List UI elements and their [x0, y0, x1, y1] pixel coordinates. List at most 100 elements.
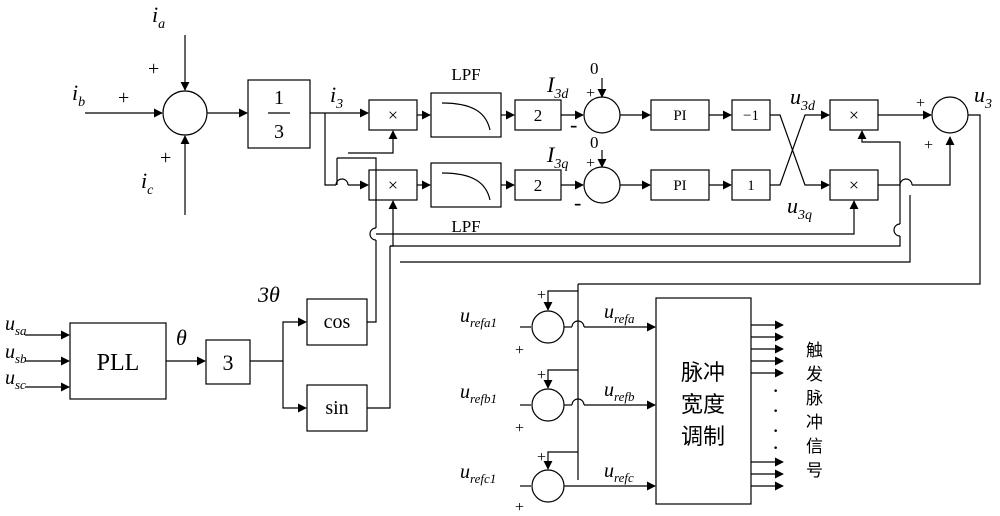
- svg-text:触: 触: [806, 341, 823, 361]
- sum-junction-u3: [931, 96, 969, 134]
- svg-text:冲: 冲: [806, 413, 823, 433]
- sum-junction-abc: [162, 90, 208, 136]
- ref-zero-bottom: 0: [590, 133, 599, 152]
- svg-text:×: ×: [388, 175, 398, 195]
- label-I3q: I3q: [546, 142, 568, 172]
- cos-wire: [367, 240, 377, 323]
- svg-text:PI: PI: [673, 178, 686, 194]
- multiplier-out-bottom: ×: [829, 169, 879, 201]
- svg-text:3: 3: [223, 350, 234, 375]
- label-u3: u3: [974, 82, 992, 112]
- label-theta: θ: [176, 325, 187, 350]
- pi-controller-bottom: PI: [650, 169, 710, 201]
- lpf-top-block: [430, 92, 502, 138]
- sign-I3q: -: [574, 190, 581, 215]
- sign-zero-bottom: +: [586, 155, 595, 172]
- sign-zero-top: +: [586, 85, 595, 102]
- svg-text:脉冲: 脉冲: [681, 361, 725, 386]
- multiplier-top: ×: [368, 99, 418, 131]
- svg-text:号: 号: [806, 461, 823, 481]
- svg-text:+: +: [515, 342, 524, 359]
- gain-neg1-block: −1: [731, 99, 771, 131]
- dot-4: ·: [772, 435, 779, 460]
- label-urefc1: urefc1: [460, 461, 496, 486]
- sign-u3-left: +: [916, 95, 925, 112]
- gain-2-bottom-block: 2: [514, 169, 562, 201]
- cross-wire-1: [770, 114, 830, 190]
- gain-one-third-block: 1 3: [247, 79, 311, 149]
- trigger-pulse-label: 触 发 脉 冲 信 号: [806, 341, 823, 481]
- sin-wire: [367, 246, 391, 409]
- label-urefc: urefc: [604, 460, 634, 485]
- gain-1-block: 1: [731, 169, 771, 201]
- pwm-output-arrows: [751, 320, 784, 491]
- svg-text:2: 2: [534, 106, 543, 125]
- lpf-bottom-block: [430, 162, 502, 208]
- label-u3d: u3d: [790, 84, 816, 114]
- sin-bus: [390, 236, 901, 247]
- svg-text:宽度: 宽度: [681, 393, 725, 418]
- label-ia: ia: [152, 2, 165, 32]
- gain-3-block: 3: [205, 339, 251, 385]
- sum-junction-refc: [531, 469, 565, 503]
- cos-bus: [376, 200, 859, 235]
- svg-text:×: ×: [849, 175, 859, 195]
- svg-text:×: ×: [388, 105, 398, 125]
- multiplier-bottom: ×: [368, 169, 418, 201]
- sum-junction-refa: [531, 310, 565, 344]
- cross-wire-2: [770, 110, 830, 186]
- label-urefa: urefa: [604, 301, 635, 326]
- svg-text:1: 1: [274, 87, 284, 109]
- wire-to-sin: [282, 361, 307, 413]
- svg-text:×: ×: [849, 105, 859, 125]
- svg-text:3: 3: [274, 121, 284, 143]
- label-usa: usa: [5, 313, 27, 338]
- sum-junction-d: [583, 96, 621, 134]
- svg-text:+: +: [515, 420, 524, 437]
- svg-text:PLL: PLL: [97, 350, 140, 376]
- dot-1: ·: [772, 378, 779, 403]
- label-i3: i3: [330, 82, 343, 112]
- dot-3: ·: [772, 418, 779, 443]
- label-I3d: I3d: [546, 72, 569, 102]
- bus-right: [400, 195, 911, 263]
- label-urefb: urefb: [604, 379, 635, 404]
- svg-text:PI: PI: [673, 108, 686, 124]
- gain-2-top-block: 2: [514, 99, 562, 131]
- label-usc: usc: [5, 367, 26, 392]
- dot-2: ·: [772, 398, 779, 423]
- svg-text:+: +: [537, 367, 546, 384]
- sign-ic: +: [160, 147, 171, 169]
- i3-hop: [335, 178, 349, 186]
- svg-text:2: 2: [534, 176, 543, 195]
- cos-block: cos: [306, 298, 368, 346]
- pi-controller-top: PI: [650, 99, 710, 131]
- svg-text:调制: 调制: [681, 425, 725, 450]
- sum-junction-q: [583, 166, 621, 204]
- sum-junction-refb: [531, 388, 565, 422]
- svg-text:脉: 脉: [806, 389, 823, 409]
- label-ic: ic: [141, 168, 154, 198]
- svg-text:−1: −1: [743, 108, 759, 124]
- svg-text:+: +: [537, 287, 546, 304]
- label-usb: usb: [5, 341, 27, 366]
- pll-block: PLL: [69, 322, 167, 400]
- svg-text:发: 发: [806, 365, 823, 385]
- svg-text:信: 信: [806, 437, 823, 457]
- lpf-top-label: LPF: [451, 65, 480, 84]
- svg-text:cos: cos: [324, 311, 351, 333]
- i3-branch: [324, 113, 336, 186]
- ref-zero-top: 0: [590, 59, 599, 78]
- sign-ib: +: [118, 87, 129, 109]
- label-u3q: u3q: [787, 193, 812, 223]
- label-3theta: 3θ: [257, 282, 280, 307]
- pwm-block: 脉冲 宽度 调制: [655, 297, 752, 505]
- u3-feedback-wire: [578, 114, 981, 285]
- label-urefa1: urefa1: [460, 305, 497, 330]
- lpf-bottom-label: LPF: [451, 217, 480, 236]
- svg-text:sin: sin: [325, 397, 348, 419]
- label-urefb1: urefb1: [460, 381, 497, 406]
- label-ib: ib: [72, 80, 85, 110]
